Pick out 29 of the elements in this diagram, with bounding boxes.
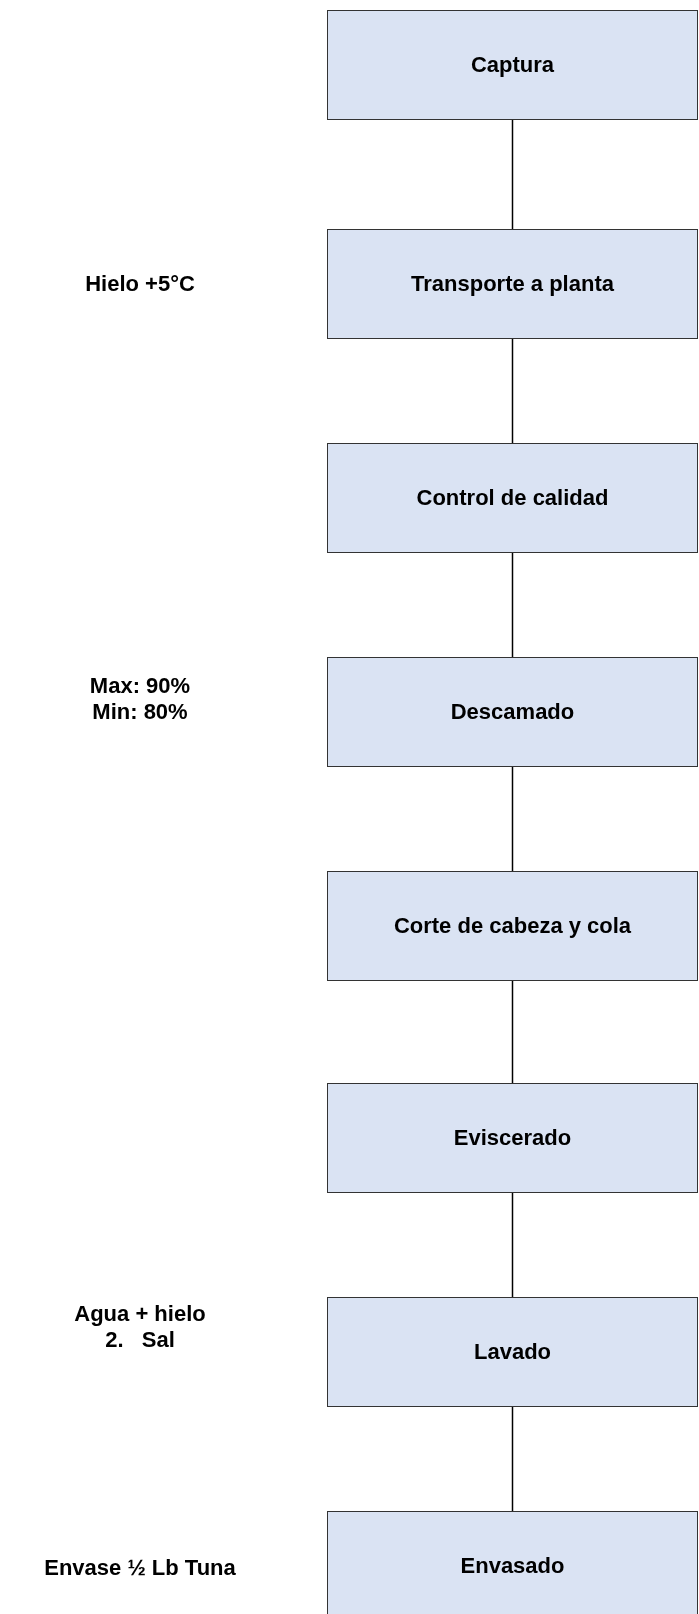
step-label: Control de calidad: [416, 485, 609, 511]
connector-line: [511, 766, 514, 872]
step-label: Transporte a planta: [411, 271, 614, 297]
connector-line: [511, 980, 514, 1084]
process-box: [327, 229, 698, 339]
step-note: Hielo +5°C: [85, 271, 195, 297]
connector-line: [511, 1192, 514, 1298]
process-box: [327, 657, 698, 767]
step-label: Descamado: [450, 699, 575, 725]
connector-line: [511, 338, 514, 444]
step-note: Min: 80%: [92, 699, 188, 725]
process-box: [327, 1297, 698, 1407]
step-label: Eviscerado: [453, 1125, 572, 1151]
step-note: Agua + hielo: [74, 1301, 206, 1327]
connector-line: [511, 119, 514, 230]
step-label: Lavado: [474, 1339, 551, 1365]
step-note: 2. Sal: [105, 1327, 175, 1353]
step-note: Envase ½ Lb Tuna: [44, 1555, 236, 1581]
step-label: Captura: [470, 52, 555, 78]
connector-line: [511, 1406, 514, 1512]
process-box: [327, 1511, 698, 1614]
process-box: [327, 1083, 698, 1193]
process-box: [327, 871, 698, 981]
step-label: Corte de cabeza y cola: [393, 913, 632, 939]
process-box: [327, 10, 698, 120]
process-box: [327, 443, 698, 553]
step-label: Envasado: [460, 1553, 565, 1579]
step-note: Max: 90%: [89, 673, 191, 699]
connector-line: [511, 552, 514, 658]
